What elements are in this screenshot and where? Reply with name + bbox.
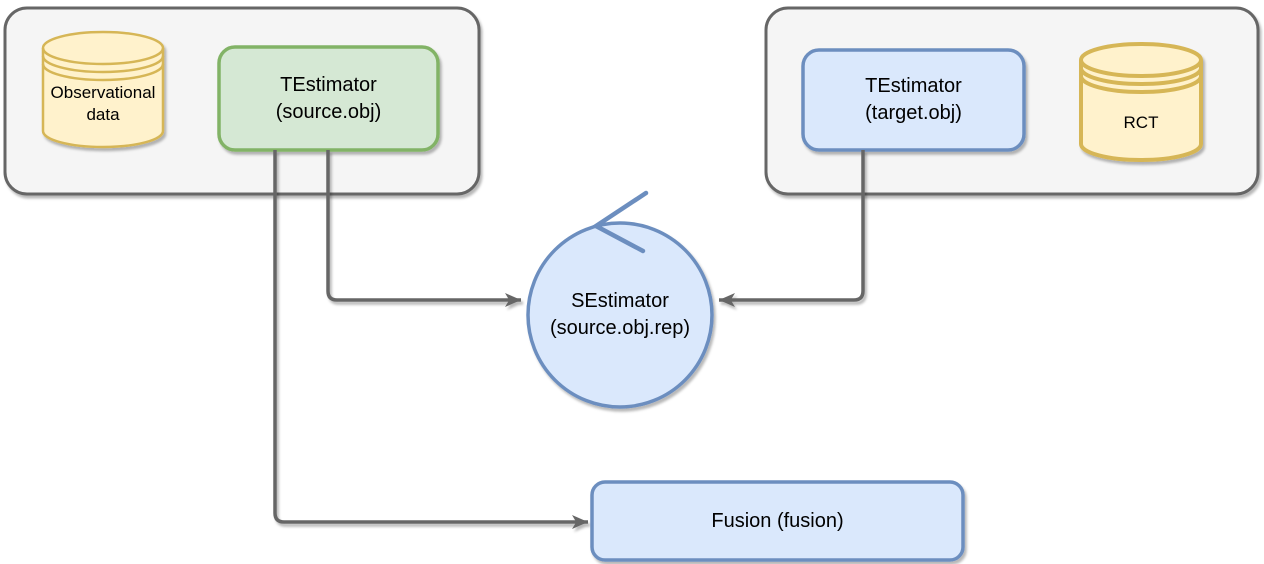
sestimator-loop-arrow-icon [591,190,649,254]
observational-data-line1: Observational [50,83,156,102]
observational-datastore-shape [41,30,165,149]
target-estimator-line1: TEstimator [865,75,962,97]
rct-cylinder-arc-2 [1079,67,1203,86]
observational-cylinder-arc-2 [41,55,165,74]
rct-label: RCT [1081,112,1201,134]
observational-data-label: Observational data [43,82,163,126]
observational-cylinder-arc-3 [41,63,165,82]
fusion-box [590,480,965,562]
rct-datastore-shape [1079,42,1203,162]
edge-source-estimator-to-fusion [273,150,588,529]
target-estimator-line2: (target.obj) [865,102,962,124]
source-estimator-line2: (source.obj) [275,100,382,123]
sestimator-label: SEstimator (source.obj.rep) [527,225,713,405]
sestimator-line1: SEstimator [571,290,669,312]
rct-cylinder-arc-3 [1079,75,1203,94]
sestimator-line2: (source.obj.rep) [549,317,691,339]
observational-data-line2: data [86,105,120,124]
rct-label-text: RCT [1123,113,1159,132]
source-estimator-line1: TEstimator [280,73,377,96]
edge-source-estimator-to-sestimator [326,150,521,307]
sestimator-circle [526,221,714,409]
rct-cylinder-body [1079,42,1203,162]
observational-cylinder-arc-1 [41,47,165,66]
source-estimator-label: TEstimator (source.obj) [219,47,438,150]
fusion-label: Fusion (fusion) [592,482,963,560]
rct-cylinder-arc-1 [1079,59,1203,78]
edge-target-estimator-to-sestimator [719,150,865,307]
fusion-label-text: Fusion (fusion) [711,509,844,532]
target-estimator-label: TEstimator (target.obj) [803,50,1024,150]
